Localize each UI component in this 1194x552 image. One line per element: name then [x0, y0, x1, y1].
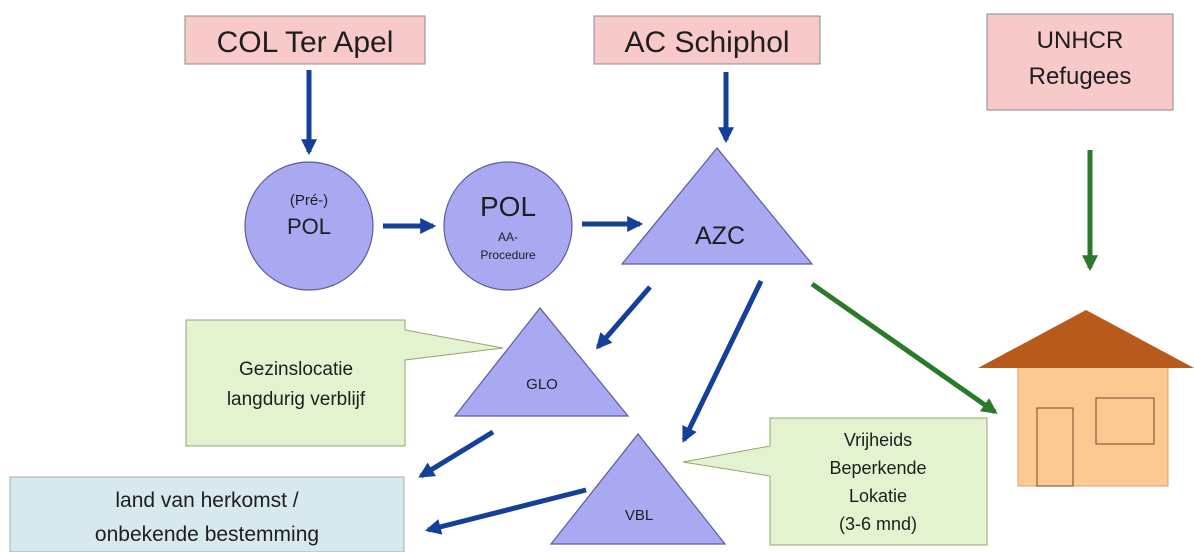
arrow-glo-to-destination	[418, 429, 495, 479]
pol-sub-procedure: Procedure	[480, 248, 536, 262]
arrow-azc-to-house	[810, 281, 998, 415]
pre-pol-node: (Pré-) POL	[244, 161, 374, 291]
glo-callout-line1: Gezinslocatie	[239, 359, 353, 380]
glo-callout-line2: langdurig verblijf	[227, 389, 366, 410]
vbl-callout-line4: (3-6 mnd)	[839, 514, 917, 534]
vbl-callout-line3: Lokatie	[849, 486, 907, 506]
house-icon	[978, 310, 1194, 487]
arrow-azc-to-vbl	[681, 279, 764, 443]
destination-box: land van herkomst / onbekende bestemming	[9, 476, 405, 552]
unhcr-refugees-box: UNHCR Refugees	[986, 13, 1174, 111]
col-ter-apel-box: COL Ter Apel	[184, 15, 426, 65]
col-ter-apel-label: COL Ter Apel	[217, 26, 394, 59]
pre-pol-prefix: (Pré-)	[290, 192, 328, 209]
glo-callout: Gezinslocatie langdurig verblijf	[185, 319, 504, 447]
azc-label: AZC	[695, 222, 745, 250]
glo-label: GLO	[526, 376, 558, 393]
vbl-callout-line2: Beperkende	[829, 458, 926, 478]
pre-pol-label: POL	[287, 214, 331, 239]
ac-schiphol-label: AC Schiphol	[624, 26, 789, 59]
unhcr-label: UNHCR	[1037, 27, 1124, 54]
refugees-label: Refugees	[1029, 63, 1132, 90]
pol-node: POL AA- Procedure	[443, 161, 573, 291]
glo-node: GLO	[453, 307, 630, 417]
house-window	[1095, 397, 1155, 445]
house-door	[1036, 407, 1074, 487]
destination-line1: land van herkomst /	[115, 489, 298, 512]
arrow-azc-to-glo	[595, 285, 652, 350]
vbl-callout: Vrijheids Beperkende Lokatie (3-6 mnd)	[682, 417, 988, 546]
ac-schiphol-box: AC Schiphol	[593, 15, 821, 65]
arrows	[300, 70, 1099, 535]
vbl-callout-line1: Vrijheids	[844, 430, 912, 450]
azc-node: AZC	[620, 147, 814, 265]
destination-line2: onbekende bestemming	[95, 523, 319, 546]
arrow-vbl-to-destination	[424, 487, 587, 535]
pol-label: POL	[480, 191, 536, 222]
vbl-node: VBL	[549, 433, 727, 545]
vbl-label: VBL	[625, 507, 653, 524]
pol-sub-aa: AA-	[498, 230, 518, 244]
